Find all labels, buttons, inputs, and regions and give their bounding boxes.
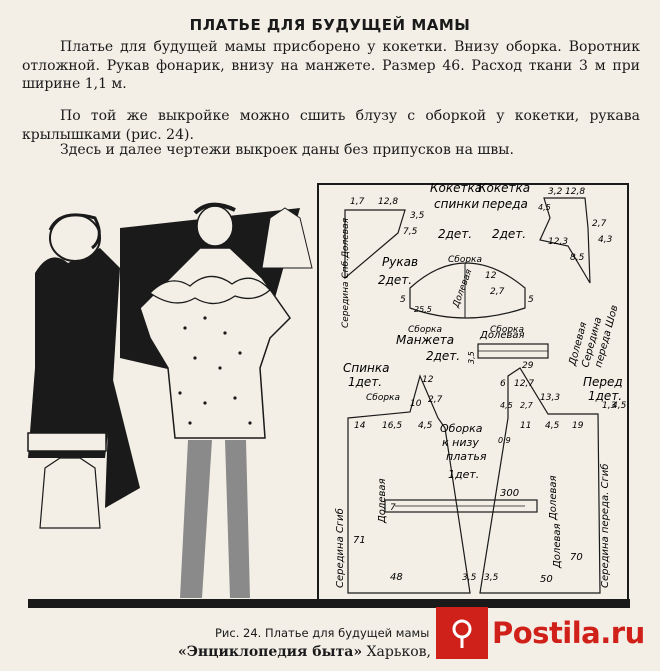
cuff-label: Манжета: [396, 333, 454, 347]
front-m2: 12,7: [514, 379, 534, 389]
sleeve-m4: 5: [528, 295, 534, 305]
back-m1: 12: [422, 375, 434, 385]
sleeve-gather-top: Сборка: [448, 255, 482, 265]
front-grain: Долевая: [552, 523, 563, 569]
back-m3: 2,7: [428, 395, 443, 405]
sleeve-gather-bottom-1: Сборка: [408, 325, 442, 335]
figure-bottom-rule: [28, 599, 630, 608]
front-m4: 2,7: [520, 401, 534, 410]
ruffle-count: 1дет.: [448, 468, 479, 481]
front-m7: 4,5: [545, 421, 560, 431]
back-yoke-m3: 7,5: [403, 227, 418, 237]
front-yoke-m1: 4,5: [538, 203, 551, 212]
front-yoke-m2: 3,2: [548, 187, 563, 197]
back-yoke-m4: 3,5: [410, 211, 425, 221]
back-label: Спинка: [343, 361, 389, 375]
front-yoke-m5: 12,3: [548, 237, 568, 247]
back-yoke-m1: 1,7: [350, 197, 365, 207]
source-line: «Энциклопедия быта» Харьков, 1992: [178, 644, 471, 660]
pattern-drawing: 1,7 12,8 7,5 3,5 Середина Спб.Долевая Ко…: [317, 181, 629, 601]
ruffle-label-2: к низу: [442, 436, 479, 449]
front-hem: 50: [540, 574, 553, 585]
watermark-text: Postila.ru: [492, 616, 645, 650]
back-count: 1дет.: [348, 375, 382, 389]
article-title: ПЛАТЬЕ ДЛЯ БУДУЩЕЙ МАМЫ: [189, 16, 471, 34]
ruffle-label-1: Оборка: [440, 422, 483, 435]
figure-24: 1,7 12,8 7,5 3,5 Середина Спб.Долевая Ко…: [27, 181, 629, 601]
back-len: 71: [353, 535, 366, 546]
back-yoke-m2: 12,8: [378, 197, 398, 207]
back-gather: Сборка: [366, 393, 400, 403]
pin-icon: [436, 607, 488, 659]
sleeve-gather-bottom-2: Сборка: [490, 325, 524, 335]
back-hem-side: 3,5: [462, 573, 477, 583]
paragraph-2: По той же выкройке можно сшить блузу с о…: [22, 108, 640, 143]
front-m6: 11: [520, 421, 531, 431]
front-yoke-label-2: переда: [482, 197, 528, 211]
front-label: Перед: [583, 375, 623, 389]
cuff-m2: 29: [522, 361, 534, 371]
front-fold: Середина переда. Сгиб: [599, 464, 611, 588]
cuff-grain: Долевая: [479, 330, 525, 341]
back-yoke-label-2: спинки: [434, 197, 479, 211]
back-yoke-side: Середина Спб.Долевая: [341, 217, 351, 328]
figure-caption: Рис. 24. Платье для будущей мамы: [215, 626, 430, 640]
back-m5: 16,5: [382, 421, 402, 431]
back-hem: 48: [390, 572, 403, 583]
front-m8: 19: [572, 421, 584, 431]
front-count: 1дет.: [588, 389, 622, 403]
source-title: «Энциклопедия быта»: [178, 644, 363, 660]
cuff-count: 2дет.: [426, 349, 460, 363]
ruffle-label-3: платья: [446, 450, 487, 463]
watermark[interactable]: Postila.ru: [436, 604, 654, 662]
ruffle-width: 7: [390, 503, 396, 513]
cuff-m1: 3,5: [467, 351, 476, 364]
sleeve-count: 2дет.: [378, 273, 412, 287]
back-yoke-label-1: Кокетка: [430, 181, 482, 195]
paragraph-1: Платье для будущей мамы присборено у кок…: [22, 39, 640, 92]
sleeve-label: Рукав: [382, 255, 418, 269]
paragraph-3: Здесь и далее чертежи выкроек даны без п…: [60, 142, 514, 158]
back-m2: 10: [410, 399, 422, 409]
front-m5: 13,3: [540, 393, 560, 403]
sleeve-m1: 12: [485, 271, 497, 281]
front-m10: 1,3: [602, 401, 617, 411]
illustration: [27, 202, 313, 598]
front-yoke-count: 2дет.: [492, 227, 526, 241]
back-m4: 14: [354, 421, 366, 431]
ruffle-len: 300: [500, 488, 519, 499]
front-yoke-m4: 2,7: [592, 219, 607, 229]
front-m9: 0,9: [498, 436, 511, 445]
back-yoke-count: 2дет.: [438, 227, 472, 241]
back-grain: Долевая: [377, 478, 388, 524]
sleeve-m3: 5: [400, 295, 406, 305]
front-m1: 6: [500, 379, 506, 389]
front-len: 70: [570, 552, 583, 563]
sleeve-m5: 25,5: [414, 305, 432, 314]
front-hem-side: 3,5: [484, 573, 499, 583]
ruffle-grain: Долевая: [548, 475, 559, 521]
front-yoke-m6: 4,3: [598, 235, 613, 245]
front-yoke-m3: 12,8: [565, 187, 585, 197]
front-yoke-m7: 8,5: [570, 253, 585, 263]
front-m11: 4,5: [612, 401, 627, 411]
back-m6: 4,5: [418, 421, 433, 431]
front-m3: 4,5: [500, 401, 513, 410]
back-fold: Середина Сгиб: [334, 508, 346, 588]
sleeve-m2: 2,7: [490, 287, 505, 297]
front-yoke-label-1: Кокетка: [478, 181, 530, 195]
